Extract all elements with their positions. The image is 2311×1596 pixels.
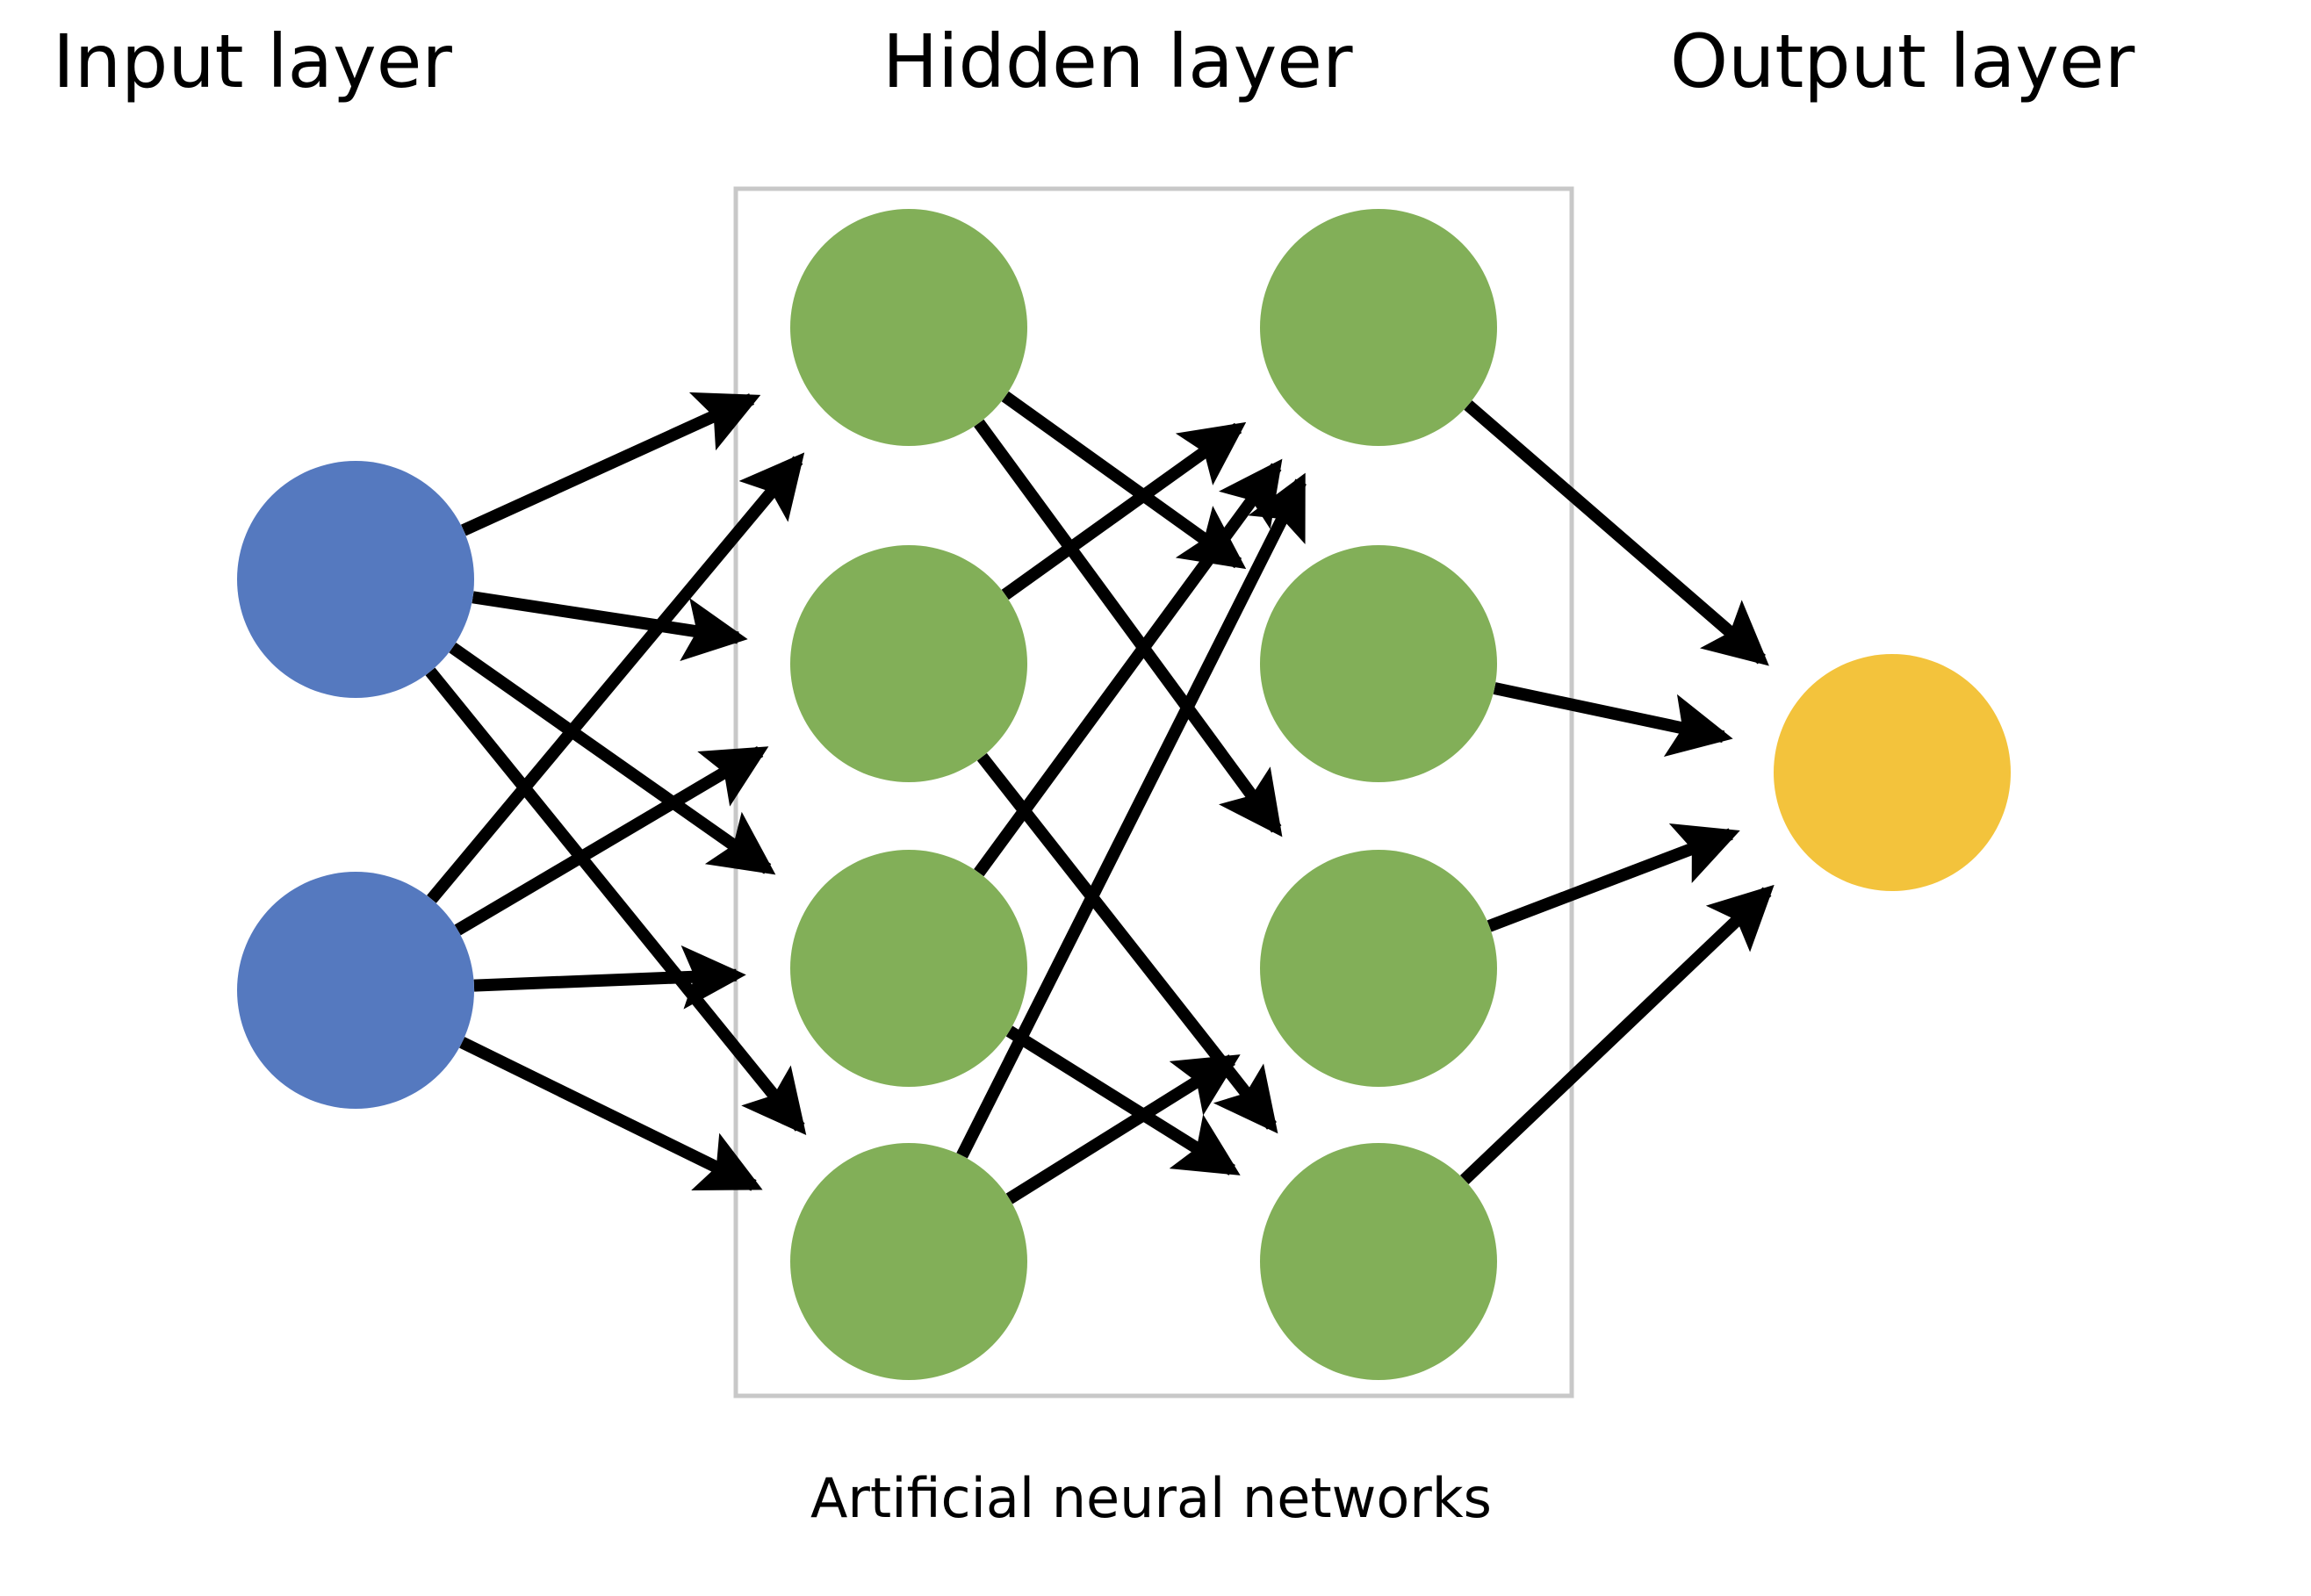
connection-h4-to-g1 [956,472,1307,1159]
output-node-1 [1774,654,2011,891]
hidden-layer-title: Hidden layer [882,18,1353,104]
hidden-node-l2-3 [1260,850,1497,1087]
connection-h1-to-g3 [974,419,1283,838]
connection-i2-to-h3 [473,945,746,1010]
hidden-node-l2-2 [1260,545,1497,782]
connection-i1-to-h3 [449,642,776,875]
connection-i1-to-h1 [460,392,761,536]
connection-i2-to-h4 [459,1037,763,1191]
edge-group [425,391,1775,1204]
hidden-node-l2-4 [1260,1143,1497,1380]
hidden-node-l1-3 [790,850,1027,1087]
connection-g4-to-o1 [1459,884,1775,1184]
connection-h3-to-g4 [1005,1025,1241,1175]
connection-i2-to-h2 [454,745,769,936]
node-group [237,209,2011,1380]
connection-g2-to-o1 [1493,682,1733,758]
hidden-node-l1-2 [790,545,1027,782]
connection-g1-to-o1 [1464,400,1769,666]
connection-i1-to-h2 [472,591,748,662]
hidden-node-l1-4 [790,1143,1027,1380]
input-node-2 [237,872,474,1109]
connection-h3-to-g1 [974,458,1283,877]
input-node-1 [237,461,474,698]
input-layer-title: Input layer [53,18,452,104]
hidden-node-l1-1 [790,209,1027,446]
figure-caption: Artificial neural networks [810,1466,1492,1530]
connection-h2-to-g1 [1001,421,1247,600]
connection-h1-to-g2 [1001,391,1247,570]
connection-i1-to-h4 [425,667,807,1135]
output-layer-title: Output layer [1670,18,2135,104]
connection-h4-to-g3 [1005,1054,1241,1204]
connection-i2-to-h1 [427,452,805,903]
connection-g3-to-o1 [1487,823,1740,932]
hidden-node-l2-1 [1260,209,1497,446]
